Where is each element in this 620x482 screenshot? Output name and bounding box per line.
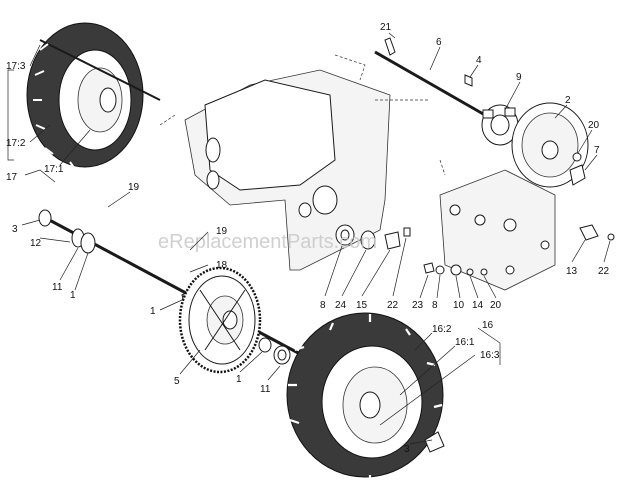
- callout-16-3: 16:3: [480, 350, 500, 361]
- frame-housing: [159, 54, 446, 271]
- drive-disc: [511, 102, 589, 188]
- callout-1a: 1: [70, 290, 76, 301]
- callout-21: 21: [380, 22, 392, 33]
- callout-22b: 22: [598, 266, 610, 277]
- callout-5: 5: [174, 376, 180, 387]
- callout-3a: 3: [12, 224, 18, 235]
- hardware-row: [335, 224, 615, 276]
- callout-10: 10: [453, 300, 465, 311]
- callout-8a: 8: [320, 300, 326, 311]
- callout-17: 17: [6, 172, 18, 183]
- callout-2: 2: [565, 95, 571, 106]
- callout-6: 6: [436, 37, 442, 48]
- callout-1b: 1: [150, 306, 156, 317]
- callout-15: 15: [356, 300, 368, 311]
- callout-20a: 20: [588, 120, 600, 131]
- callout-8b: 8: [432, 300, 438, 311]
- left-wheel: [26, 22, 161, 173]
- callout-4: 4: [476, 55, 482, 66]
- bushings-lower: [258, 337, 291, 365]
- callout-11b: 11: [260, 384, 271, 395]
- side-plate: [439, 169, 556, 291]
- callout-11a: 11: [52, 282, 63, 293]
- callout-labels: 21 6 4 9 2 20 7 17:3 17:2 17:1 17 19 3 1…: [6, 22, 610, 455]
- callout-16: 16: [482, 320, 494, 331]
- right-wheel: [286, 312, 445, 482]
- callout-19b: 19: [216, 226, 228, 237]
- watermark-text: eReplacementParts.com: [158, 231, 377, 253]
- callout-16-1: 16:1: [455, 337, 475, 348]
- callout-24: 24: [335, 300, 347, 311]
- callout-13: 13: [566, 266, 578, 277]
- callout-20b: 20: [490, 300, 502, 311]
- gear: [178, 266, 262, 374]
- callout-19a: 19: [128, 182, 140, 193]
- callout-17-1: 17:1: [44, 164, 64, 175]
- upper-shaft: [374, 37, 491, 117]
- callout-22a: 22: [387, 300, 399, 311]
- callout-18: 18: [216, 260, 228, 271]
- callout-7: 7: [594, 145, 600, 156]
- callout-3b: 3: [404, 444, 410, 455]
- callout-23: 23: [412, 300, 424, 311]
- callout-1c: 1: [236, 374, 242, 385]
- callout-12: 12: [30, 238, 42, 249]
- callout-16-2: 16:2: [432, 324, 452, 335]
- callout-14: 14: [472, 300, 484, 311]
- hub-assembly: [481, 104, 519, 146]
- callout-17-2: 17:2: [6, 138, 26, 149]
- callout-9: 9: [516, 72, 522, 83]
- callout-17-3: 17:3: [6, 61, 26, 72]
- leader-lines: [7, 32, 611, 445]
